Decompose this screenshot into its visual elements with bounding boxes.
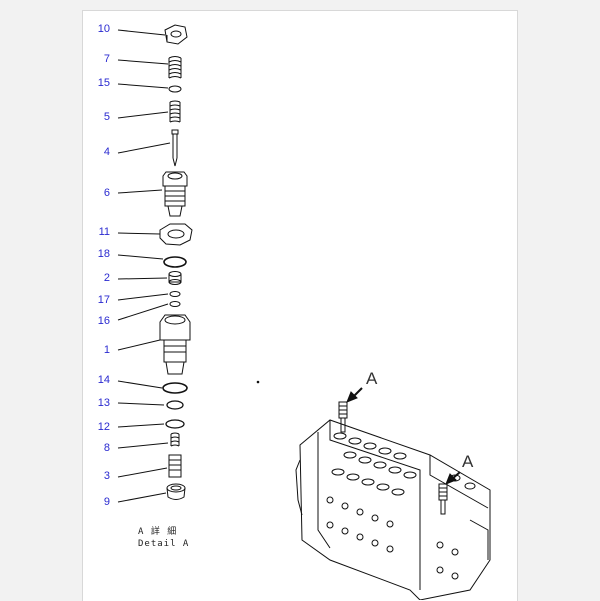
part-3-spool — [168, 454, 182, 478]
callout-11[interactable]: 11 — [98, 226, 110, 238]
callout-18[interactable]: 18 — [97, 248, 110, 260]
stray-dot — [256, 380, 260, 384]
arrow-lower — [445, 471, 461, 485]
callout-13[interactable]: 13 — [97, 397, 110, 409]
part-7-spring — [168, 56, 182, 79]
arrow-upper — [346, 387, 363, 403]
part-13-ring — [166, 400, 184, 410]
callout-4[interactable]: 4 — [103, 146, 110, 158]
callout-14[interactable]: 14 — [97, 374, 110, 386]
part-9-cap — [166, 483, 186, 500]
callout-3[interactable]: 3 — [103, 470, 110, 482]
part-18-oring — [163, 256, 187, 268]
detail-caption: A 詳 細 Detail A — [138, 526, 189, 550]
view-label-upper: A — [366, 369, 378, 388]
part-8-spring — [170, 432, 180, 447]
part-11-nut — [159, 223, 193, 246]
callout-12[interactable]: 12 — [97, 421, 110, 433]
callout-1[interactable]: 1 — [103, 344, 110, 356]
callout-16[interactable]: 16 — [97, 315, 110, 327]
part-12-ring — [165, 419, 185, 429]
detail-caption-jp: A 詳 細 — [138, 527, 178, 537]
part-10-nut — [164, 24, 188, 45]
part-2-valve — [168, 271, 182, 285]
control-valve-assembly — [295, 401, 491, 600]
relief-valve-upper — [338, 401, 348, 433]
part-15-ring — [168, 85, 182, 93]
part-4-pin — [171, 129, 179, 167]
callout-15[interactable]: 15 — [97, 77, 110, 89]
callout-10[interactable]: 10 — [97, 23, 110, 35]
callout-8[interactable]: 8 — [103, 442, 110, 454]
part-16-ring — [169, 301, 181, 307]
part-14-oring — [162, 382, 188, 394]
part-5-spring — [169, 100, 181, 123]
detail-caption-en: Detail A — [138, 539, 190, 549]
callout-2[interactable]: 2 — [103, 272, 110, 284]
callout-9[interactable]: 9 — [103, 496, 110, 508]
view-label-lower: A — [462, 452, 474, 471]
callout-6[interactable]: 6 — [103, 187, 110, 199]
leader-lines — [117, 29, 171, 503]
part-17-ring — [169, 291, 181, 297]
part-6-plug — [162, 171, 188, 217]
callout-17[interactable]: 17 — [97, 294, 110, 306]
part-1-valve-body — [159, 314, 191, 375]
callout-5[interactable]: 5 — [103, 111, 110, 123]
callout-7[interactable]: 7 — [103, 53, 110, 65]
relief-valve-lower — [438, 483, 448, 515]
